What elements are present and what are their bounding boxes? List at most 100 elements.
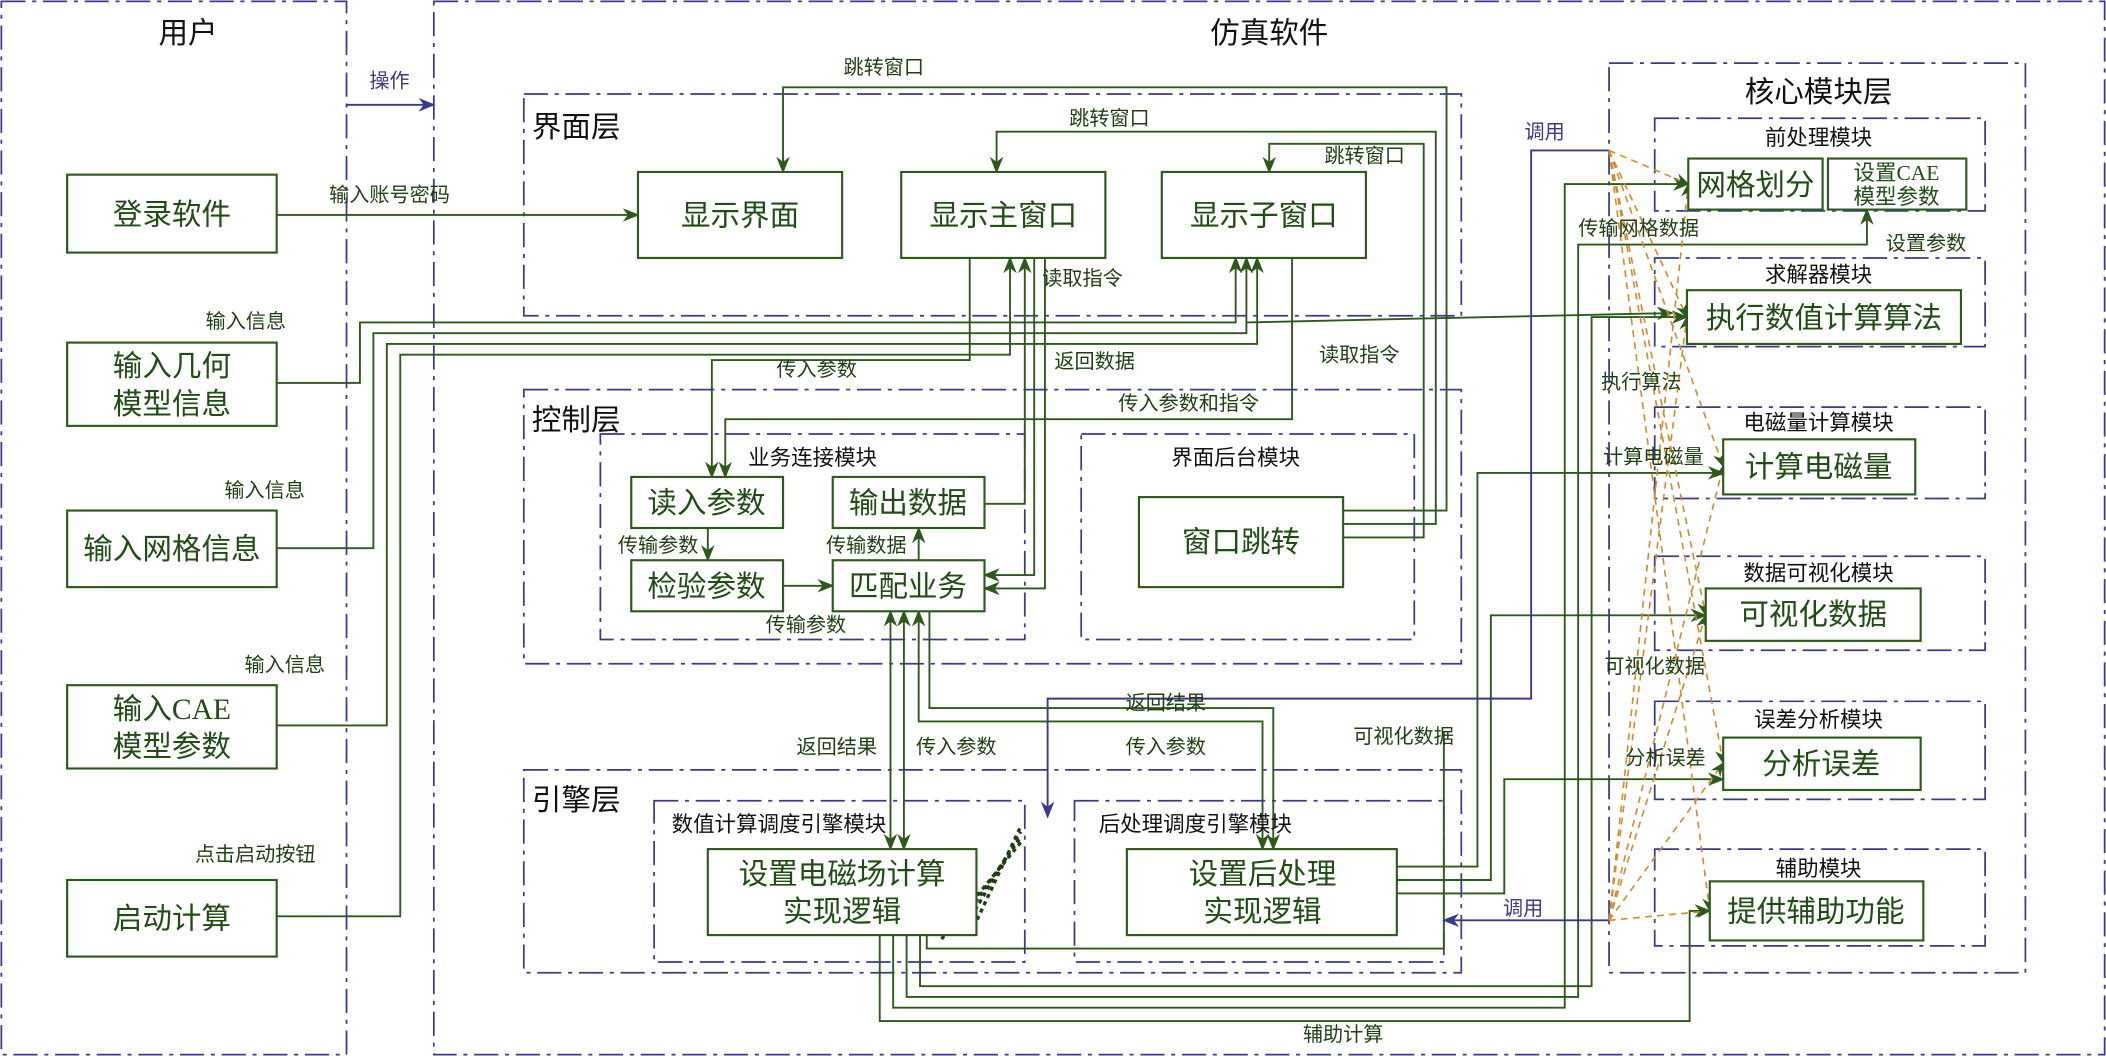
svg-text:提供辅助功能: 提供辅助功能	[1727, 896, 1904, 929]
edge-label: 跳转窗口	[1324, 145, 1404, 168]
operation-label: 操作	[369, 69, 409, 92]
read-params-box: 读入参数	[630, 475, 785, 530]
aux-box: 提供辅助功能	[1708, 880, 1925, 942]
edge-label: 分析误差	[1625, 746, 1705, 769]
business-connect-module	[599, 433, 1026, 641]
edge-label: 传输网格数据	[1578, 217, 1699, 240]
mesh-box: 网格划分	[1687, 157, 1824, 211]
output-data-box: 输出数据	[831, 475, 986, 530]
edge-label: 输入账号密码	[329, 184, 450, 207]
mesh-data-line	[892, 177, 1690, 1009]
call-line	[1040, 149, 1610, 819]
match-business-box: 匹配业务	[831, 559, 986, 613]
post-module-title: 后处理调度引擎模块	[1099, 813, 1292, 837]
err-module-title: 误差分析模块	[1754, 708, 1883, 732]
edge-label: 返回结果	[797, 736, 877, 759]
business-module-title: 业务连接模块	[748, 446, 877, 470]
jump-window-line	[1262, 142, 1425, 539]
svg-text:实现逻辑: 实现逻辑	[1203, 896, 1321, 929]
display-ui-box: 显示界面	[636, 170, 844, 260]
jump-window-line	[989, 130, 1437, 525]
em-calc-module	[1653, 406, 1986, 500]
svg-text:输入网格信息: 输入网格信息	[83, 533, 260, 566]
edge-label: 传输数据	[826, 534, 906, 557]
pass-params-cmds-line	[718, 257, 1294, 479]
edge-label: 输入信息	[244, 654, 324, 677]
svg-text:设置电磁场计算: 设置电磁场计算	[739, 858, 946, 891]
dotted-link-line	[972, 825, 1023, 928]
edge-label: 输入信息	[224, 479, 304, 502]
svg-text:输出数据: 输出数据	[849, 487, 967, 520]
visualize-box: 可视化数据	[1704, 587, 1922, 642]
svg-text:实现逻辑: 实现逻辑	[783, 896, 901, 929]
svg-text:显示界面: 显示界面	[681, 201, 799, 233]
mesh-input-line	[276, 256, 1254, 550]
edge-label: 点击启动按钮	[195, 843, 316, 866]
edge-label: 计算电磁量	[1603, 446, 1704, 469]
core-layer-title: 核心模块层	[1745, 76, 1893, 109]
vis-module-title: 数据可视化模块	[1743, 561, 1893, 585]
software-panel	[432, 0, 2106, 1056]
set-params-line	[905, 207, 1874, 998]
edge-label: 读取指令	[1319, 343, 1399, 366]
dashed-call-line	[1608, 906, 1712, 922]
svg-text:执行数值计算算法: 执行数值计算算法	[1706, 302, 1942, 335]
numeric-engine-module	[653, 799, 1026, 963]
aux-module-title: 辅助模块	[1776, 857, 1862, 881]
user-panel-title: 用户	[158, 17, 217, 50]
em-module-title: 电磁量计算模块	[1743, 411, 1893, 435]
edge-label: 传入参数和指令	[1118, 392, 1259, 415]
dashed-call-line	[1608, 150, 1709, 617]
user-panel	[0, 0, 348, 1056]
pass-params-line	[705, 257, 971, 479]
interface-layer	[522, 93, 1463, 317]
visualization-module	[1653, 555, 1986, 652]
match-post-line	[928, 611, 1281, 851]
analyze-error-line	[1396, 772, 1725, 895]
edge-label: 可视化数据	[1604, 655, 1705, 678]
software-panel-title: 仿真软件	[1210, 17, 1328, 50]
return-data-line	[984, 256, 1032, 505]
engine-layer-title: 引擎层	[532, 784, 621, 817]
edge-label: 返回数据	[1054, 350, 1134, 373]
interface-layer-title: 界面层	[532, 112, 621, 144]
edge-label: 传入参数	[916, 736, 996, 759]
svg-text:模型信息: 模型信息	[113, 388, 231, 421]
svg-text:窗口跳转: 窗口跳转	[1182, 526, 1300, 559]
solver-input-line	[1246, 306, 1674, 324]
exec-algo-line	[919, 310, 1689, 988]
geometry-input-line	[276, 256, 1243, 384]
user-mesh-box: 输入网格信息	[66, 509, 278, 589]
control-layer-title: 控制层	[532, 404, 621, 437]
edge-label: 传输参数	[618, 534, 698, 557]
svg-text:设置CAE: 设置CAE	[1854, 161, 1940, 185]
edge-label: 传输参数	[766, 613, 846, 636]
display-sub-window-box: 显示子窗口	[1160, 170, 1368, 260]
svg-text:显示子窗口: 显示子窗口	[1190, 200, 1338, 233]
read-cmd-line	[982, 257, 1046, 596]
read-cmd-line	[982, 257, 1036, 582]
cae-input-line	[276, 256, 1264, 727]
svg-text:检验参数: 检验参数	[647, 571, 765, 604]
call-label: 调用	[1524, 120, 1564, 143]
dashed-call-line	[1608, 761, 1725, 921]
edge-label: 辅助计算	[1303, 1023, 1383, 1046]
jump-window-line	[776, 86, 1448, 512]
edge-label: 返回结果	[1126, 691, 1206, 714]
svg-text:启动计算: 启动计算	[113, 902, 231, 935]
dashed-call-line	[1608, 149, 1690, 185]
dashed-call-line	[1608, 315, 1692, 921]
edge-label: 执行算法	[1601, 370, 1681, 393]
display-main-window-box: 显示主窗口	[900, 170, 1107, 260]
edge-label: 跳转窗口	[1069, 107, 1149, 130]
solver-module	[1653, 257, 1986, 348]
ui-backend-module-title: 界面后台模块	[1171, 446, 1300, 470]
svg-text:模型参数: 模型参数	[113, 730, 231, 763]
calc-em-line	[1396, 466, 1725, 868]
verify-params-box: 检验参数	[630, 559, 785, 613]
